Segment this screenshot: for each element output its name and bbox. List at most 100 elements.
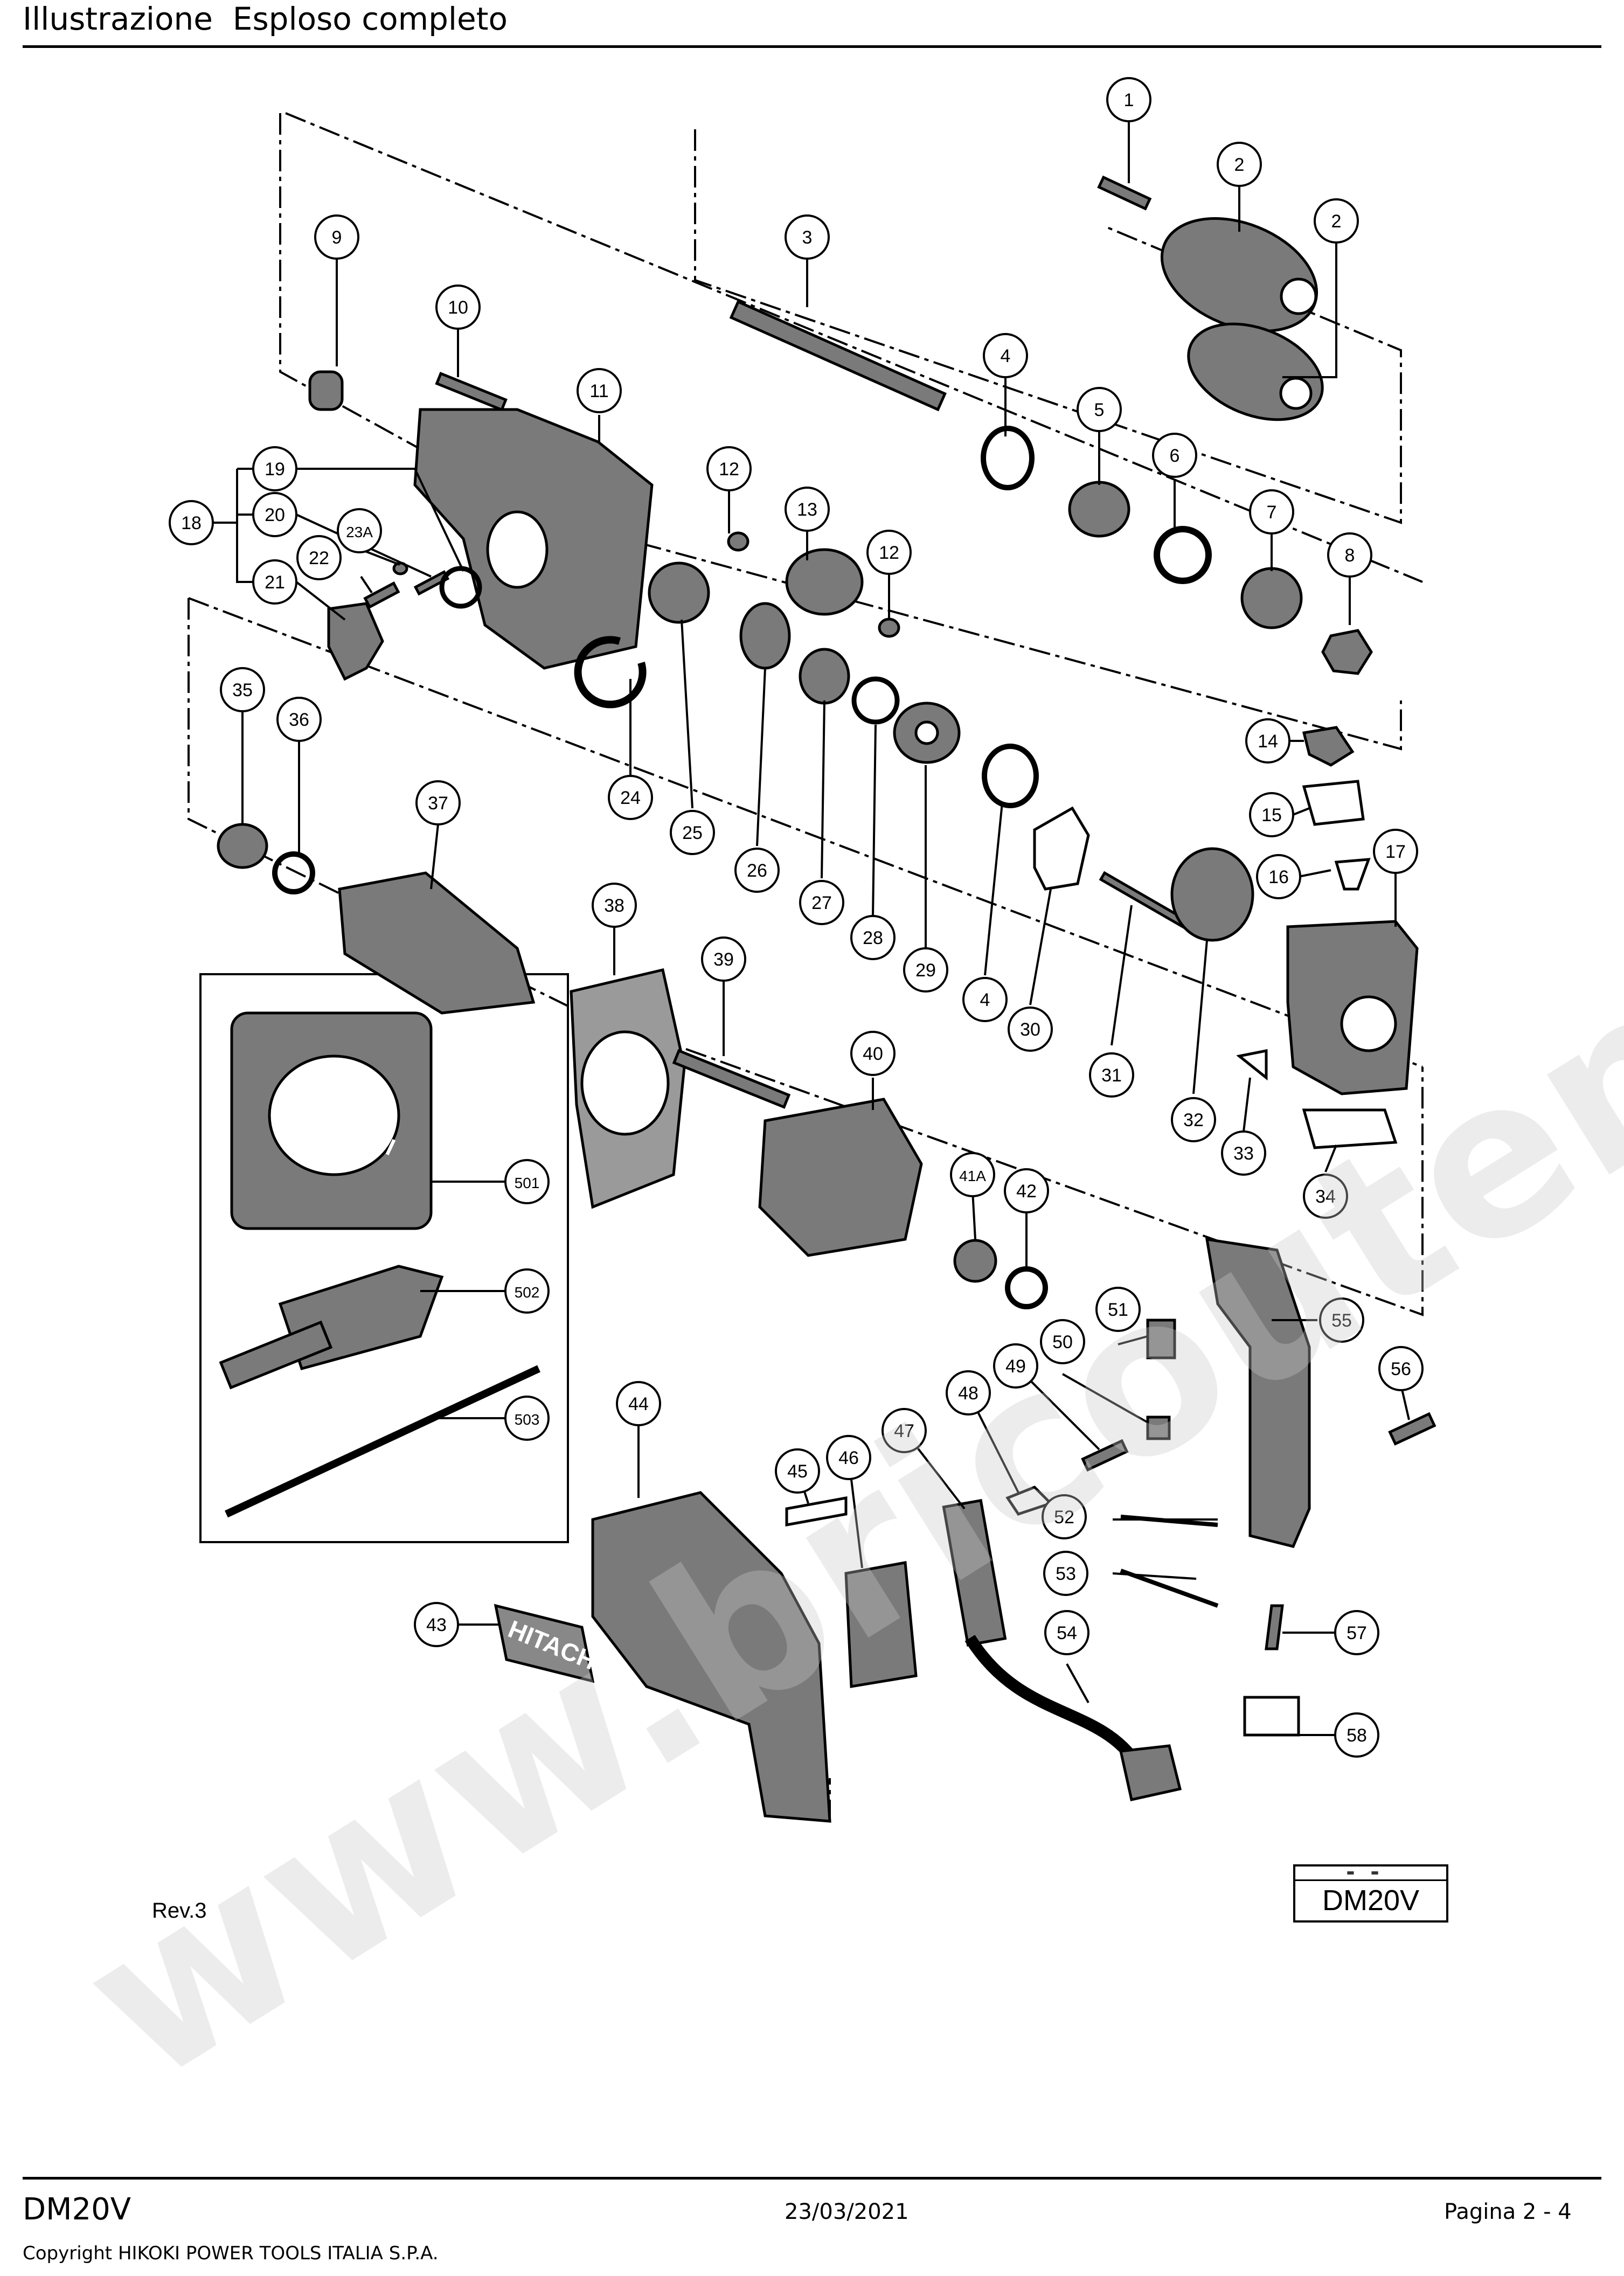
part-44-housing bbox=[591, 1491, 831, 1823]
callout-label-48: 48 bbox=[958, 1383, 978, 1404]
callout-circle-13 bbox=[785, 487, 830, 532]
callout-circle-37 bbox=[415, 780, 461, 825]
part-12-washer bbox=[727, 531, 749, 552]
part-42-ring bbox=[1005, 1266, 1048, 1309]
callout-circle-49 bbox=[993, 1343, 1038, 1389]
part-16-knob bbox=[1334, 858, 1371, 891]
part-40-stator bbox=[758, 1098, 923, 1257]
callout-label-52: 52 bbox=[1054, 1507, 1074, 1528]
callout-circle-35 bbox=[220, 667, 265, 712]
part-4b-ring bbox=[982, 744, 1039, 808]
part-53-wire bbox=[1120, 1569, 1219, 1608]
part-56-screw bbox=[1388, 1412, 1436, 1446]
callout-label-19: 19 bbox=[265, 459, 285, 480]
callout-circle-502 bbox=[504, 1268, 550, 1314]
page-title: Illustrazione Esploso completo bbox=[23, 1, 508, 37]
callout-label-8: 8 bbox=[1345, 545, 1355, 566]
part-10-screw bbox=[435, 371, 508, 412]
part-51-holder bbox=[1146, 1319, 1176, 1359]
callout-label-12: 12 bbox=[879, 543, 899, 563]
callout-label-4: 4 bbox=[980, 990, 990, 1010]
callout-circle-4 bbox=[983, 333, 1028, 378]
callout-circle-14 bbox=[1245, 718, 1290, 764]
part-502-grip bbox=[219, 1320, 333, 1390]
callout-label-502: 502 bbox=[515, 1284, 540, 1301]
callout-label-30: 30 bbox=[1020, 1019, 1040, 1040]
callout-circle-42 bbox=[1004, 1168, 1049, 1213]
callout-label-1: 1 bbox=[1124, 90, 1134, 110]
part-26-spring bbox=[739, 602, 791, 670]
callout-label-25: 25 bbox=[682, 823, 703, 843]
callout-label-17: 17 bbox=[1385, 842, 1406, 862]
callout-label-41A: 41A bbox=[959, 1168, 986, 1184]
callout-label-42: 42 bbox=[1016, 1181, 1037, 1202]
callout-label-58: 58 bbox=[1347, 1725, 1367, 1746]
callout-circle-58 bbox=[1334, 1712, 1379, 1758]
callout-circle-55 bbox=[1319, 1297, 1364, 1343]
callout-label-22: 22 bbox=[309, 548, 329, 568]
callout-circle-12 bbox=[706, 446, 752, 491]
callout-circle-34 bbox=[1303, 1174, 1348, 1219]
callout-label-32: 32 bbox=[1183, 1110, 1204, 1130]
callout-circle-16 bbox=[1256, 854, 1301, 899]
callout-circle-33 bbox=[1221, 1130, 1266, 1176]
callout-label-55: 55 bbox=[1331, 1310, 1352, 1331]
callout-label-35: 35 bbox=[232, 680, 253, 700]
callout-label-28: 28 bbox=[863, 928, 883, 948]
callout-label-12: 12 bbox=[719, 459, 739, 480]
callout-circle-6 bbox=[1152, 433, 1197, 478]
callout-label-54: 54 bbox=[1057, 1623, 1077, 1643]
callout-circle-19 bbox=[252, 446, 297, 491]
callout-circle-17 bbox=[1373, 829, 1418, 874]
callout-circle-45 bbox=[775, 1448, 820, 1494]
callout-circle-7 bbox=[1249, 489, 1294, 535]
callout-circle-28 bbox=[850, 915, 896, 960]
callout-label-9: 9 bbox=[332, 227, 342, 248]
callout-label-15: 15 bbox=[1261, 805, 1282, 825]
part-36-ring bbox=[272, 851, 315, 894]
callout-label-20: 20 bbox=[265, 505, 285, 525]
callout-label-36: 36 bbox=[289, 710, 309, 730]
part-37-armature bbox=[338, 871, 536, 1015]
part-54-cord bbox=[964, 1635, 1148, 1776]
part-7-bearing bbox=[1240, 567, 1303, 629]
callout-circle-48 bbox=[946, 1370, 991, 1415]
part-1-screw bbox=[1097, 175, 1152, 211]
callout-label-37: 37 bbox=[428, 793, 448, 814]
callout-label-16: 16 bbox=[1268, 867, 1289, 887]
model-box-label: DM20V bbox=[1322, 1884, 1420, 1917]
callout-label-33: 33 bbox=[1233, 1143, 1254, 1164]
callout-label-29: 29 bbox=[915, 960, 936, 981]
callout-circle-26 bbox=[734, 848, 780, 893]
part-55-handle bbox=[1205, 1238, 1311, 1548]
callout-label-23A: 23A bbox=[346, 524, 373, 540]
callout-circle-30 bbox=[1008, 1007, 1053, 1052]
part-503-depth-gauge bbox=[225, 1365, 540, 1518]
exploded-view-diagram: 1223456789101112121314151617181920212223… bbox=[169, 77, 1436, 1823]
part-43-nameplate bbox=[494, 1604, 595, 1683]
callout-circle-52 bbox=[1042, 1494, 1087, 1539]
parts bbox=[217, 175, 1436, 1823]
callout-circle-50 bbox=[1040, 1319, 1085, 1364]
callout-circle-18 bbox=[169, 500, 214, 545]
callout-label-34: 34 bbox=[1315, 1186, 1336, 1207]
callout-circle-22 bbox=[296, 535, 342, 580]
callout-circle-12 bbox=[866, 530, 912, 575]
callout-label-501: 501 bbox=[515, 1175, 540, 1191]
part-45-clip bbox=[785, 1496, 848, 1526]
callout-circle-21 bbox=[252, 559, 297, 605]
callout-label-5: 5 bbox=[1094, 400, 1105, 420]
callout-label-39: 39 bbox=[713, 949, 734, 970]
callout-circle-5 bbox=[1077, 387, 1122, 432]
part-57-terminal bbox=[1265, 1604, 1284, 1650]
part-27-bearing bbox=[799, 648, 850, 705]
callout-circle-20 bbox=[252, 492, 297, 537]
callout-label-51: 51 bbox=[1108, 1300, 1128, 1320]
part-6-ring bbox=[1154, 526, 1212, 584]
callout-circle-56 bbox=[1378, 1346, 1424, 1391]
callout-label-24: 24 bbox=[620, 788, 641, 808]
callout-circle-1 bbox=[1106, 77, 1151, 122]
part-25-gear bbox=[648, 561, 710, 624]
callout-label-38: 38 bbox=[604, 896, 624, 916]
assembly-outline-motor bbox=[188, 598, 1424, 1316]
